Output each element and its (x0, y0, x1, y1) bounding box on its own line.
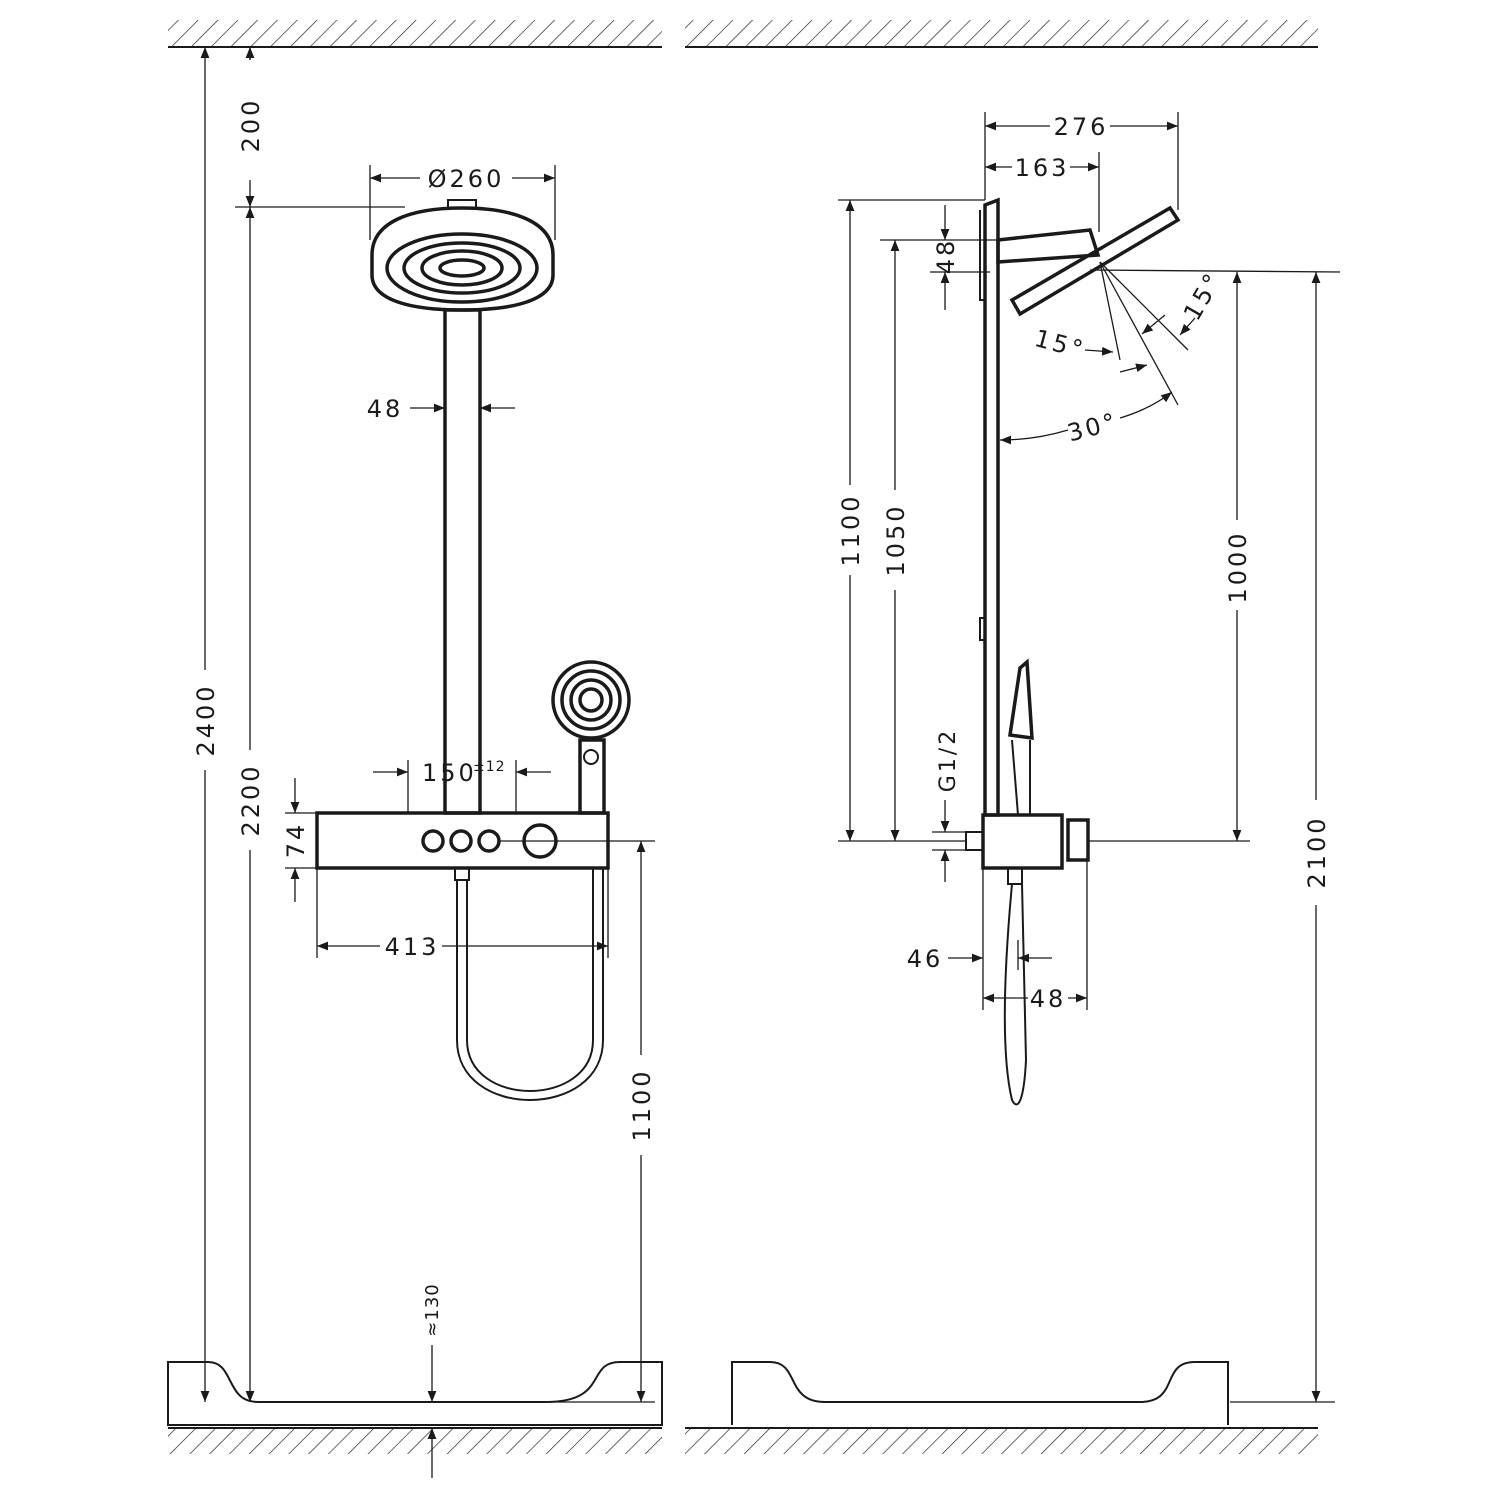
dim-ceiling-gap: 200 (237, 98, 265, 153)
hand-shower-front (551, 660, 631, 815)
dim-thread: G1/2 (936, 728, 961, 792)
dim-inlet-spacing: 150 (422, 759, 477, 787)
angle-2: 15° (1178, 267, 1228, 326)
angle-total: 30° (1064, 407, 1121, 447)
thermostat-front (315, 811, 610, 881)
dim-arm-thickness: 48 (932, 238, 960, 275)
shower-tray-front (167, 1361, 663, 1426)
angle-1: 15° (1032, 324, 1089, 364)
dim-total-height: 2400 (192, 683, 220, 756)
dim-thermostat-width: 413 (385, 933, 440, 961)
dim-tray-depth: ≈130 (422, 1283, 443, 1336)
dim-arm-projection: 163 (1015, 154, 1070, 182)
shower-rail-side (979, 197, 1000, 817)
overhead-shower-side (996, 205, 1181, 317)
dim-head-height: 2200 (237, 763, 265, 836)
dim-thermostat-depth: 48 (1030, 985, 1067, 1013)
button-icon (449, 829, 473, 853)
hand-shower-side (1003, 658, 1034, 1106)
dim-thermostat-height-floor: 1100 (628, 1068, 656, 1141)
dim-wall-offset: 46 (907, 945, 944, 973)
dim-thermostat-height: 74 (282, 822, 310, 859)
dim-head-projection: 276 (1054, 113, 1109, 141)
dim-pipe-width: 48 (367, 395, 404, 423)
ceiling-right (685, 20, 1318, 48)
shower-tray-side (731, 1361, 1229, 1425)
dim-top-height: 1100 (837, 493, 865, 566)
button-icon (421, 829, 445, 853)
thermostat-side (965, 813, 1090, 885)
dim-inlet-tolerance: ±12 (473, 759, 506, 775)
floor-right (685, 1427, 1318, 1454)
hose-front (456, 868, 604, 1101)
overhead-shower-front (370, 199, 555, 312)
spray-angle-lines (999, 261, 1341, 445)
button-icon (477, 829, 501, 853)
floor-left (168, 1427, 662, 1454)
shower-pipe-front (443, 308, 482, 815)
ceiling-left (168, 20, 662, 48)
dim-head-diameter: Ø260 (428, 165, 505, 193)
dim-head-floor: 2100 (1303, 815, 1331, 888)
dim-arm-height: 1050 (882, 503, 910, 576)
dim-head-to-thermostat: 1000 (1224, 530, 1252, 603)
